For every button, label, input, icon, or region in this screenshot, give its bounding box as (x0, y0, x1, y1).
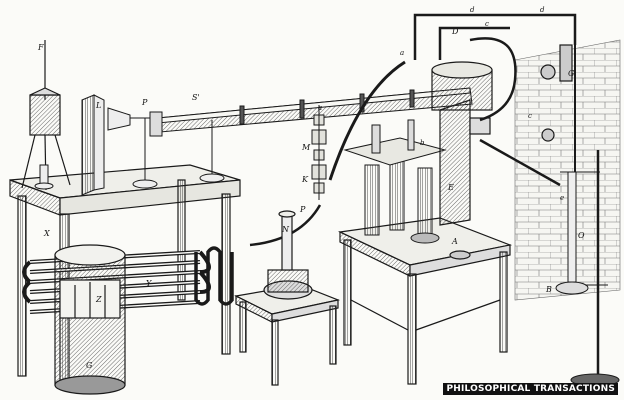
label-bracket: E (447, 183, 454, 192)
lamp-horn (107, 107, 225, 189)
wall-bracket (431, 61, 493, 226)
label-pipe-c: c (485, 20, 489, 28)
instrument-stack (311, 105, 327, 200)
wall-valves (540, 44, 573, 142)
label-flask-b: B (545, 285, 552, 294)
label-clamp-b: b (420, 139, 425, 147)
cylinder-vessel (54, 244, 126, 395)
label-clamp-d: d (540, 6, 545, 14)
label-clamp-c: c (528, 112, 532, 120)
label-clamp-a: a (318, 104, 322, 112)
label-lamp: P (141, 98, 148, 107)
label-stand-p: P (299, 205, 306, 214)
label-pipe-d: d (470, 6, 475, 14)
serpentine-tube (194, 246, 234, 306)
label-tube-end: S' (192, 93, 200, 102)
label-coil-left: X (43, 229, 50, 238)
label-column-o: O (578, 231, 585, 240)
label-jar: D (451, 27, 459, 36)
label-coil-right: Y (146, 279, 152, 288)
press-table (337, 217, 513, 385)
small-stand (234, 210, 341, 386)
label-valve-g: G (568, 69, 575, 78)
label-wall-e: e (560, 194, 564, 202)
label-rod-top: F (37, 43, 44, 52)
label-press: A (451, 237, 458, 246)
label-stack-k: K (301, 175, 309, 184)
label-screen: L (95, 101, 101, 110)
label-stack-m: M (301, 143, 311, 152)
screens (81, 94, 105, 196)
small-burner (34, 164, 54, 190)
label-cylinder-g: G (86, 361, 93, 370)
source-credit: PHILOSOPHICAL TRANSACTIONS (443, 383, 618, 395)
label-stand-n: N (281, 225, 290, 234)
tripod-stand (21, 40, 71, 191)
label-cylinder-z: Z (95, 295, 102, 304)
brick-wall (514, 39, 621, 301)
top-pipes (413, 13, 577, 187)
curved-pipe (328, 60, 406, 181)
label-pipe-a: a (400, 49, 404, 57)
press-columns (343, 119, 447, 244)
telescope-tube (149, 87, 473, 137)
